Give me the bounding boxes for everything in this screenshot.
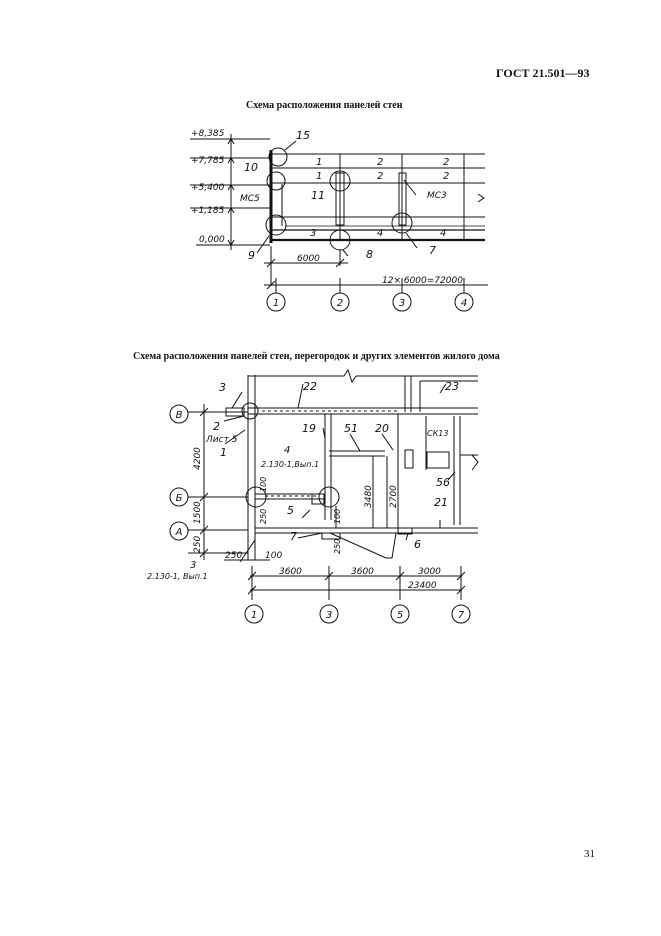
- dim-bay-6000: 6000: [297, 254, 320, 264]
- label-20: 20: [375, 422, 389, 435]
- label-ck13: СК13: [427, 429, 448, 438]
- label-56: 56: [436, 476, 450, 489]
- row-axis-v: В: [176, 410, 183, 421]
- scheme-2-linework: [169, 368, 479, 624]
- panel-row1-b: 2: [377, 157, 383, 168]
- col-axis-7: 7: [458, 610, 465, 621]
- hdim-total-23400: 23400: [408, 581, 437, 591]
- hdim-3600-b: 3600: [351, 567, 374, 577]
- label-4: 4: [284, 445, 290, 456]
- scheme-1-linework: [190, 134, 488, 312]
- label-5: 5: [287, 504, 294, 517]
- label-23: 23: [445, 380, 459, 393]
- dim-250-c: 250: [225, 551, 242, 561]
- label-21: 21: [434, 496, 448, 509]
- col-axis-1: 1: [251, 610, 257, 621]
- callout-9: 9: [248, 249, 255, 262]
- col-axis-3: 3: [326, 610, 332, 621]
- dim-100-c: 100: [265, 551, 282, 561]
- level-5400: +5,400: [191, 183, 225, 193]
- callout-11: 11: [311, 189, 325, 202]
- vdim-1500: 1500: [193, 501, 203, 524]
- axis-4-label: 4: [461, 298, 467, 309]
- callout-7: 7: [429, 244, 436, 257]
- panel-row1-a: 1: [316, 157, 322, 168]
- dim-100-b: 100: [333, 509, 342, 524]
- callout-15: 15: [296, 129, 310, 142]
- page-number: 31: [584, 848, 595, 860]
- wall-mark-mc5: МС5: [240, 194, 260, 204]
- row-axis-b: Б: [176, 493, 183, 504]
- label-6: 6: [414, 538, 421, 551]
- panel-row2-c: 2: [443, 171, 449, 182]
- ref-3-top: 3: [219, 381, 226, 394]
- dim-2700: 2700: [389, 485, 399, 508]
- vdim-250: 250: [193, 536, 203, 553]
- label-19: 19: [302, 422, 316, 435]
- panel-row1-c: 2: [443, 157, 449, 168]
- label-ref-4: 2.130-1,Вып.1: [261, 460, 319, 469]
- row-axis-a: А: [175, 527, 183, 538]
- label-7: 7: [290, 530, 297, 543]
- callout-10: 10: [244, 161, 258, 174]
- scheme-2-title: Схема расположения панелей стен, перегор…: [133, 351, 500, 362]
- ref-sheet-5: Лист 5: [205, 435, 238, 445]
- vdim-4200: 4200: [193, 447, 203, 470]
- level-7785: +7,785: [191, 156, 225, 166]
- level-1185: +1,185: [191, 206, 225, 216]
- label-22: 22: [303, 380, 317, 393]
- wall-mark-mc3: МС3: [427, 191, 447, 201]
- panel-row2-b: 2: [377, 171, 383, 182]
- axis-3-label: 3: [399, 298, 405, 309]
- dim-250-b: 250: [333, 539, 342, 554]
- axis-2-label: 2: [337, 298, 343, 309]
- bottom-ref-series: 2.130-1, Вып.1: [147, 572, 208, 581]
- bottom-ref-3: 3: [190, 560, 196, 571]
- dim-250-a: 250: [259, 509, 268, 524]
- document-code: ГОСТ 21.501—93: [496, 66, 590, 80]
- label-51: 51: [344, 422, 358, 435]
- ref-2: 2: [213, 420, 220, 433]
- panel-row3-c: 4: [440, 228, 446, 239]
- panel-row2-a: 1: [316, 171, 322, 182]
- panel-row3-b: 4: [377, 228, 383, 239]
- scheme-1-title: Схема расположения панелей стен: [246, 100, 403, 111]
- hdim-3000: 3000: [418, 567, 441, 577]
- col-axis-5: 5: [397, 610, 403, 621]
- level-0000: 0,000: [199, 235, 225, 245]
- dim-3480: 3480: [364, 485, 374, 508]
- dim-100-a: 100: [259, 477, 268, 492]
- hdim-3600-a: 3600: [279, 567, 302, 577]
- axis-1-label: 1: [273, 298, 279, 309]
- ref-1: 1: [220, 446, 227, 459]
- dim-total-72000: 12× 6000=72000: [382, 276, 463, 286]
- panel-row3-a: 3: [310, 228, 316, 239]
- callout-8: 8: [366, 248, 373, 261]
- level-8385: +8,385: [191, 129, 225, 139]
